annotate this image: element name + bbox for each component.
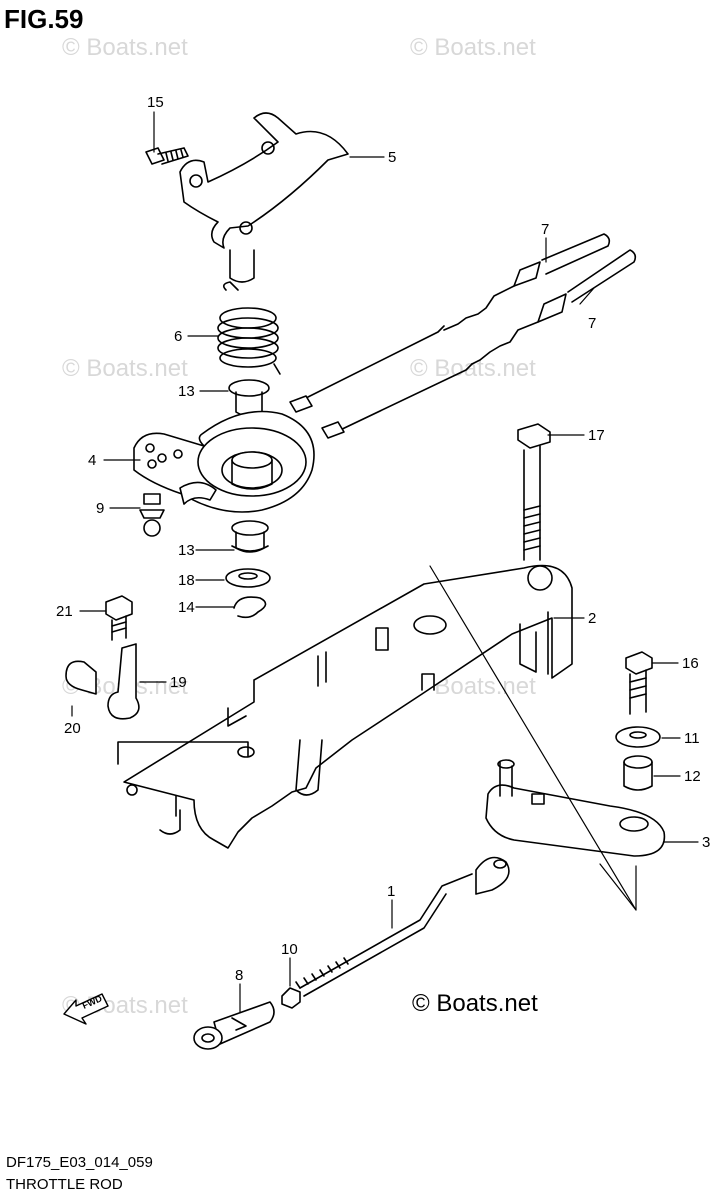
callout-16: 16 [682,655,699,672]
callout-1: 1 [387,883,395,900]
collar-12 [623,755,653,791]
e-clip-14 [233,596,267,619]
callout-10: 10 [281,941,298,958]
rod-1 [295,856,510,997]
bolt-21 [105,595,133,641]
callout-7: 7 [541,221,549,238]
washer-18 [225,568,271,588]
figure-title: FIG.59 [4,4,84,34]
bushing-13-lower [231,520,269,553]
copyright-notice: © Boats.net [412,990,538,1017]
bolt-16 [625,651,653,715]
rod-end-8 [193,1001,275,1050]
spring-6 [217,281,281,375]
washer-11 [615,726,661,748]
callout-11: 11 [684,730,700,747]
callout-2: 2 [588,610,596,627]
bolt-17 [517,423,551,561]
callout-6: 6 [174,328,182,345]
callout-15: 15 [147,94,164,111]
watermark: © Boats.net [410,34,536,61]
model-code: DF175_E03_014_059 [6,1154,153,1171]
callout-19: 19 [170,674,187,691]
lever-3 [485,759,666,857]
arm-2 [123,564,573,849]
callout-4: 4 [88,452,96,469]
lever-4 [133,410,315,513]
callout-13: 13 [178,542,195,559]
watermark: © Boats.net [62,34,188,61]
guide-lines [429,565,637,911]
callout-5: 5 [388,149,396,166]
callout-8: 8 [235,967,243,984]
bracket-5 [179,112,349,283]
callout-14: 14 [178,599,195,616]
watermark: © Boats.net [410,355,536,382]
ball-stud-9 [139,493,165,537]
bushing-13-upper [228,379,270,417]
callout-13: 13 [178,383,195,400]
callout-3: 3 [702,834,710,851]
cable-7b [321,249,637,439]
fwd-arrow-icon: FWD [63,993,109,1025]
cable-7a [289,233,611,413]
watermark: © Boats.net [62,355,188,382]
clip-20 [65,660,97,695]
leader-lines [71,111,699,1013]
callout-20: 20 [64,720,81,737]
figure-caption: THROTTLE ROD [6,1176,123,1193]
callout-18: 18 [178,572,195,589]
callout-17: 17 [588,427,605,444]
callouts: 15 5 7 7 6 13 4 9 13 18 14 17 2 21 19 20… [56,94,710,984]
callout-7: 7 [588,315,596,332]
callout-12: 12 [684,768,701,785]
callout-9: 9 [96,500,104,517]
callout-21: 21 [56,603,73,620]
bracket-19 [107,643,249,765]
nut-10 [281,987,301,1009]
bolt-15 [145,147,189,165]
